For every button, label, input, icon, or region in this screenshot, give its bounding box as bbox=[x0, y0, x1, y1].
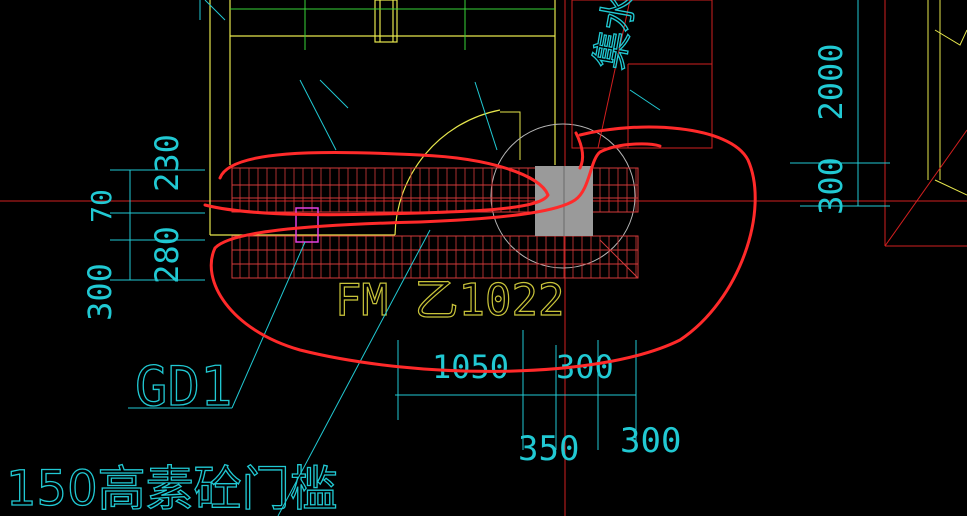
annotation-small-stroke bbox=[574, 131, 585, 170]
dim-230: 230 bbox=[148, 134, 186, 192]
right-dimension-lines bbox=[790, 0, 890, 207]
green-gridlines bbox=[230, 0, 555, 50]
door-label: FM 乙1022 bbox=[335, 275, 564, 326]
sump-pit-text: 集水井 bbox=[587, 0, 650, 72]
sump-pit-outline bbox=[571, 0, 713, 149]
dim-2000: 2000 bbox=[812, 43, 850, 120]
door-leaf-outline bbox=[500, 111, 521, 160]
leader-lines bbox=[128, 79, 661, 516]
annotation-upper-loop bbox=[203, 151, 550, 217]
dim-1050: 1050 bbox=[432, 348, 509, 386]
dim-280: 280 bbox=[148, 226, 186, 284]
door-swing-circle bbox=[490, 123, 636, 269]
right-red-outline bbox=[884, 0, 967, 247]
dim-300-right: 300 bbox=[812, 157, 850, 215]
bottom-dimension-lines bbox=[395, 330, 637, 450]
lower-hatched-beam bbox=[231, 235, 639, 279]
right-equipment-outline bbox=[927, 0, 967, 196]
threshold-note: 150高素砼门槛 bbox=[6, 461, 338, 516]
gd1-label: GD1 bbox=[135, 355, 233, 418]
dim-70: 70 bbox=[85, 189, 118, 223]
annotation-outer-loop bbox=[209, 125, 757, 373]
dim-350: 350 bbox=[518, 429, 579, 469]
room-outline bbox=[209, 0, 556, 236]
left-dimension-lines bbox=[110, 0, 226, 281]
dim-300-left: 300 bbox=[81, 263, 119, 321]
dim-300-bottom-lower: 300 bbox=[620, 421, 681, 461]
